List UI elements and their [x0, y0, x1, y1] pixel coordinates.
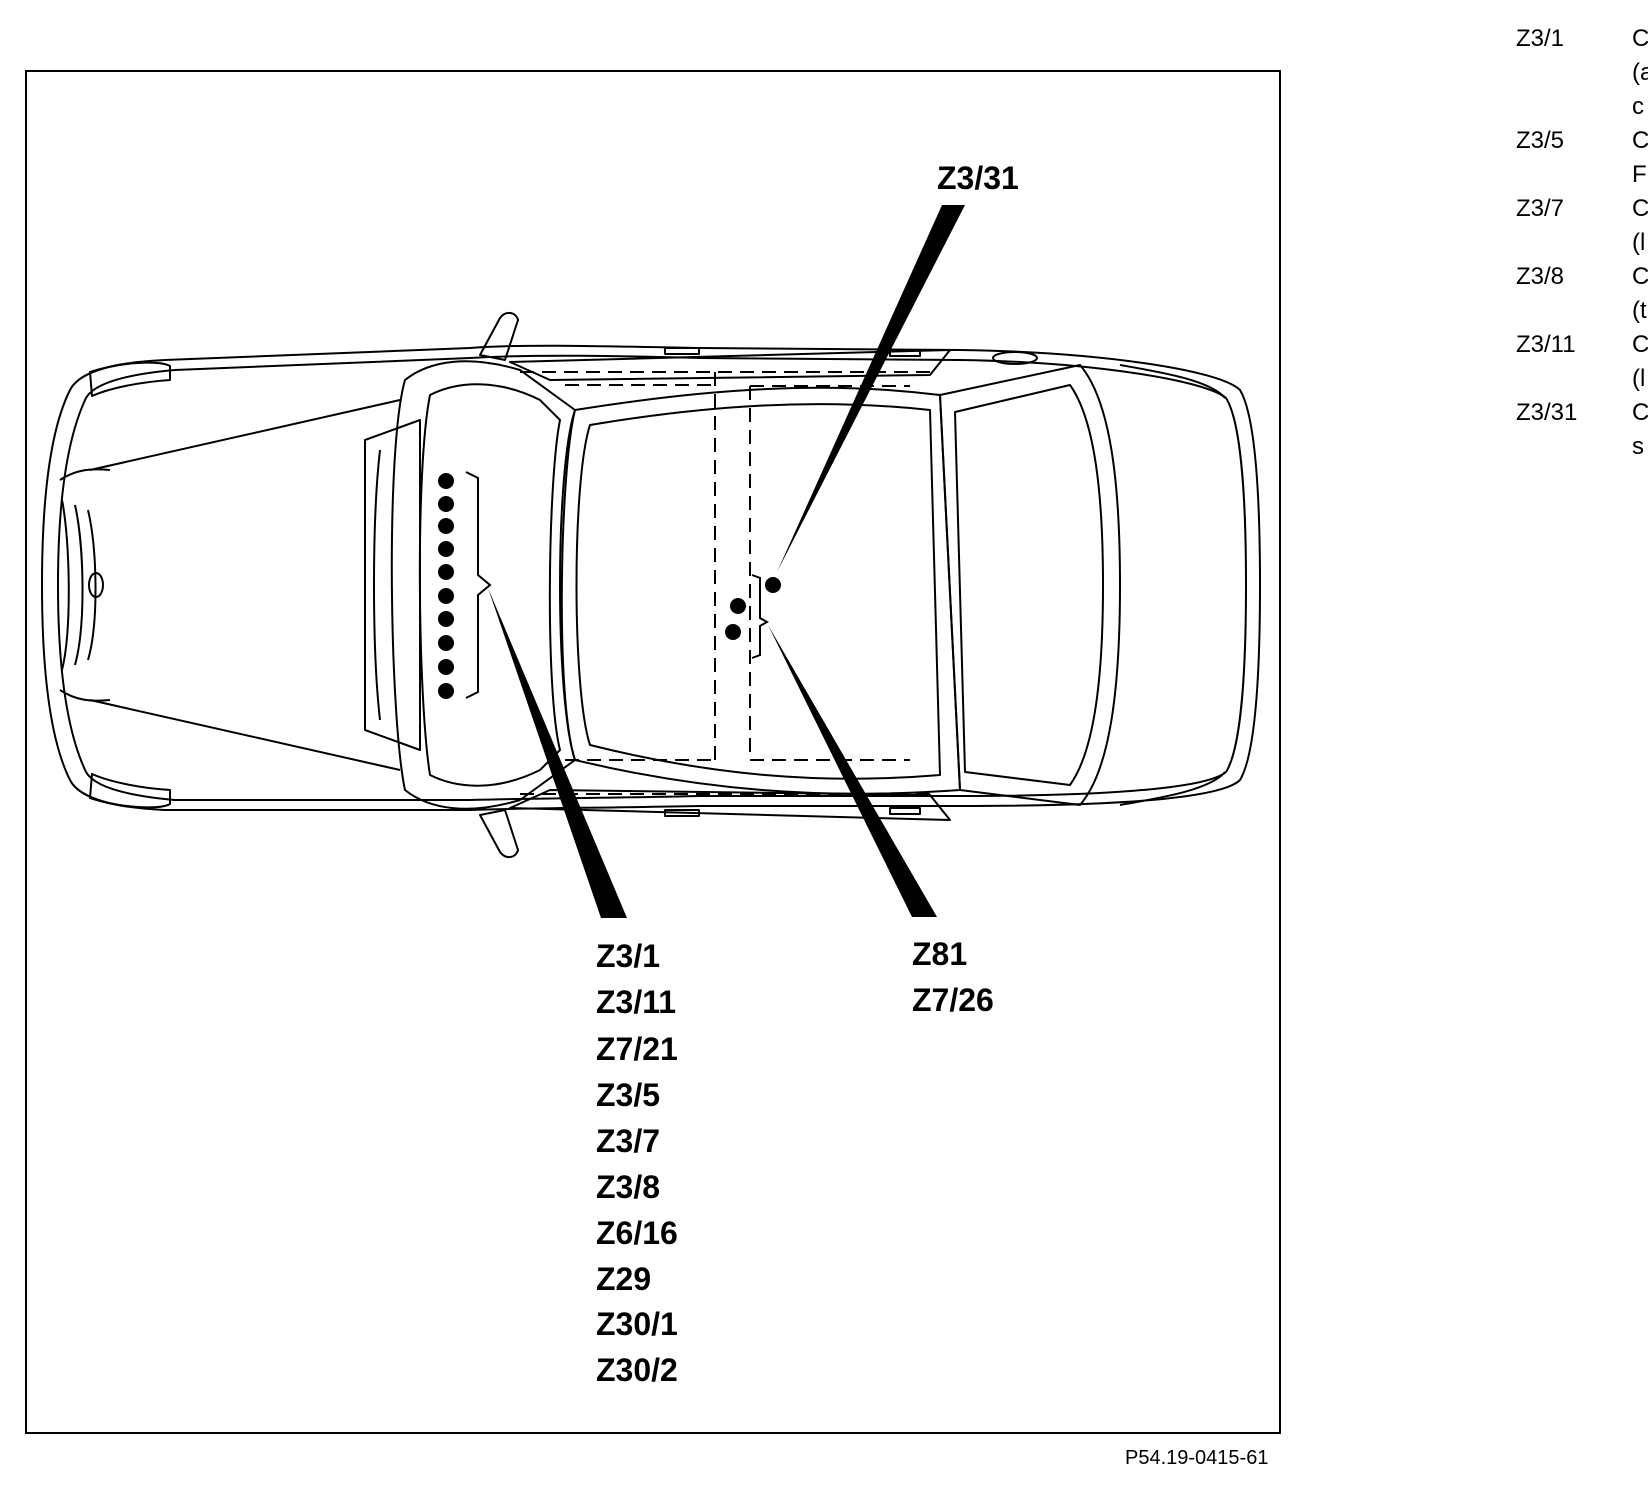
connector-dot-z7-26 [725, 624, 741, 640]
legend: Z3/1 C (a c Z3/5 C F Z3/7 C (l Z3/8 C (t Z3/11 C … [1516, 22, 1648, 464]
connector-dot [438, 588, 454, 604]
legend-row: Z3/31 C s [1516, 396, 1648, 464]
figure-id: P54.19-0415-61 [1125, 1447, 1269, 1469]
connector-dot [438, 564, 454, 580]
emblem [88, 572, 104, 598]
legend-description: C (t [1632, 263, 1648, 324]
callout-left-8: Z30/1 [596, 1306, 678, 1342]
side-window-left [509, 349, 951, 381]
center-bracket [751, 574, 770, 659]
legend-row: Z3/7 C (l [1516, 192, 1648, 260]
connector-bracket [465, 471, 492, 699]
door-handle-lr [889, 349, 921, 357]
connector-dot [438, 518, 454, 534]
leader-z3-31 [777, 205, 965, 572]
callout-left-5: Z3/8 [596, 1169, 661, 1205]
wiper-area [373, 449, 381, 721]
grille-inner2 [87, 509, 97, 661]
connector-dot-z81 [730, 598, 746, 614]
legend-description: C s [1632, 399, 1648, 460]
connector-dot [438, 496, 454, 512]
callout-left-6: Z6/16 [596, 1215, 678, 1251]
door-handle-lf [664, 347, 700, 355]
hood-front-right [59, 689, 111, 702]
callout-left-2: Z7/21 [596, 1031, 678, 1067]
leader-right-group [768, 625, 937, 917]
legend-code: Z3/5 [1516, 127, 1565, 154]
legend-row: Z3/8 C (t [1516, 260, 1648, 328]
connector-dot [438, 611, 454, 627]
door-handle-rr [889, 807, 921, 815]
legend-code: Z3/7 [1516, 195, 1565, 222]
rear-window-inner [954, 384, 1104, 786]
legend-row: Z3/5 C F [1516, 124, 1648, 192]
legend-code: Z3/11 [1516, 331, 1576, 358]
diagram-frame [25, 70, 1281, 1434]
rear-window-outer [939, 364, 1121, 806]
callout-right-0: Z81 [912, 936, 968, 972]
legend-code: Z3/8 [1516, 263, 1565, 290]
headlight-right [89, 773, 171, 809]
trunk-line [1119, 364, 1226, 399]
callout-left-3: Z3/5 [596, 1077, 661, 1113]
callout-left-0: Z3/1 [596, 938, 661, 974]
callout-left-1: Z3/11 [596, 984, 677, 1020]
connector-dot [438, 473, 454, 489]
hood-left-line [89, 399, 401, 471]
callout-left-9: Z30/2 [596, 1352, 678, 1388]
connector-dot [438, 635, 454, 651]
legend-code: Z3/31 [1516, 399, 1578, 426]
legend-description: C F [1632, 127, 1648, 188]
callout-left-7: Z29 [596, 1261, 652, 1297]
hood-right-line [89, 699, 401, 771]
mirror-right [479, 809, 519, 858]
grille-outline [61, 499, 70, 671]
hood-front-left [59, 468, 111, 481]
legend-description: C (a c [1632, 25, 1648, 120]
third-brakelight [992, 351, 1038, 365]
legend-description: C (l [1632, 195, 1648, 256]
legend-row: Z3/1 C (a c [1516, 22, 1648, 124]
roof-inner [575, 403, 941, 780]
legend-row: Z3/11 C (l [1516, 328, 1648, 396]
mirror-left [479, 312, 519, 361]
callout-left-4: Z3/7 [596, 1123, 661, 1159]
connector-dot [438, 659, 454, 675]
connector-dot [438, 683, 454, 699]
legend-description: C (l [1632, 331, 1648, 392]
trunk-line-2 [1119, 771, 1226, 806]
callout-right-1: Z7/26 [912, 982, 994, 1018]
cowl-left [364, 419, 421, 751]
roof-outline [559, 386, 961, 795]
windshield-outer [390, 360, 576, 810]
door-handle-rf [664, 809, 700, 817]
callout-z3-31: Z3/31 [937, 160, 1019, 196]
connector-dot-z3-31 [765, 577, 781, 593]
car-body-outline [41, 344, 1261, 811]
grille-inner [74, 504, 84, 666]
headlight-left [89, 361, 171, 397]
leader-left-group [488, 588, 627, 918]
connector-dot [438, 541, 454, 557]
legend-code: Z3/1 [1516, 25, 1565, 52]
